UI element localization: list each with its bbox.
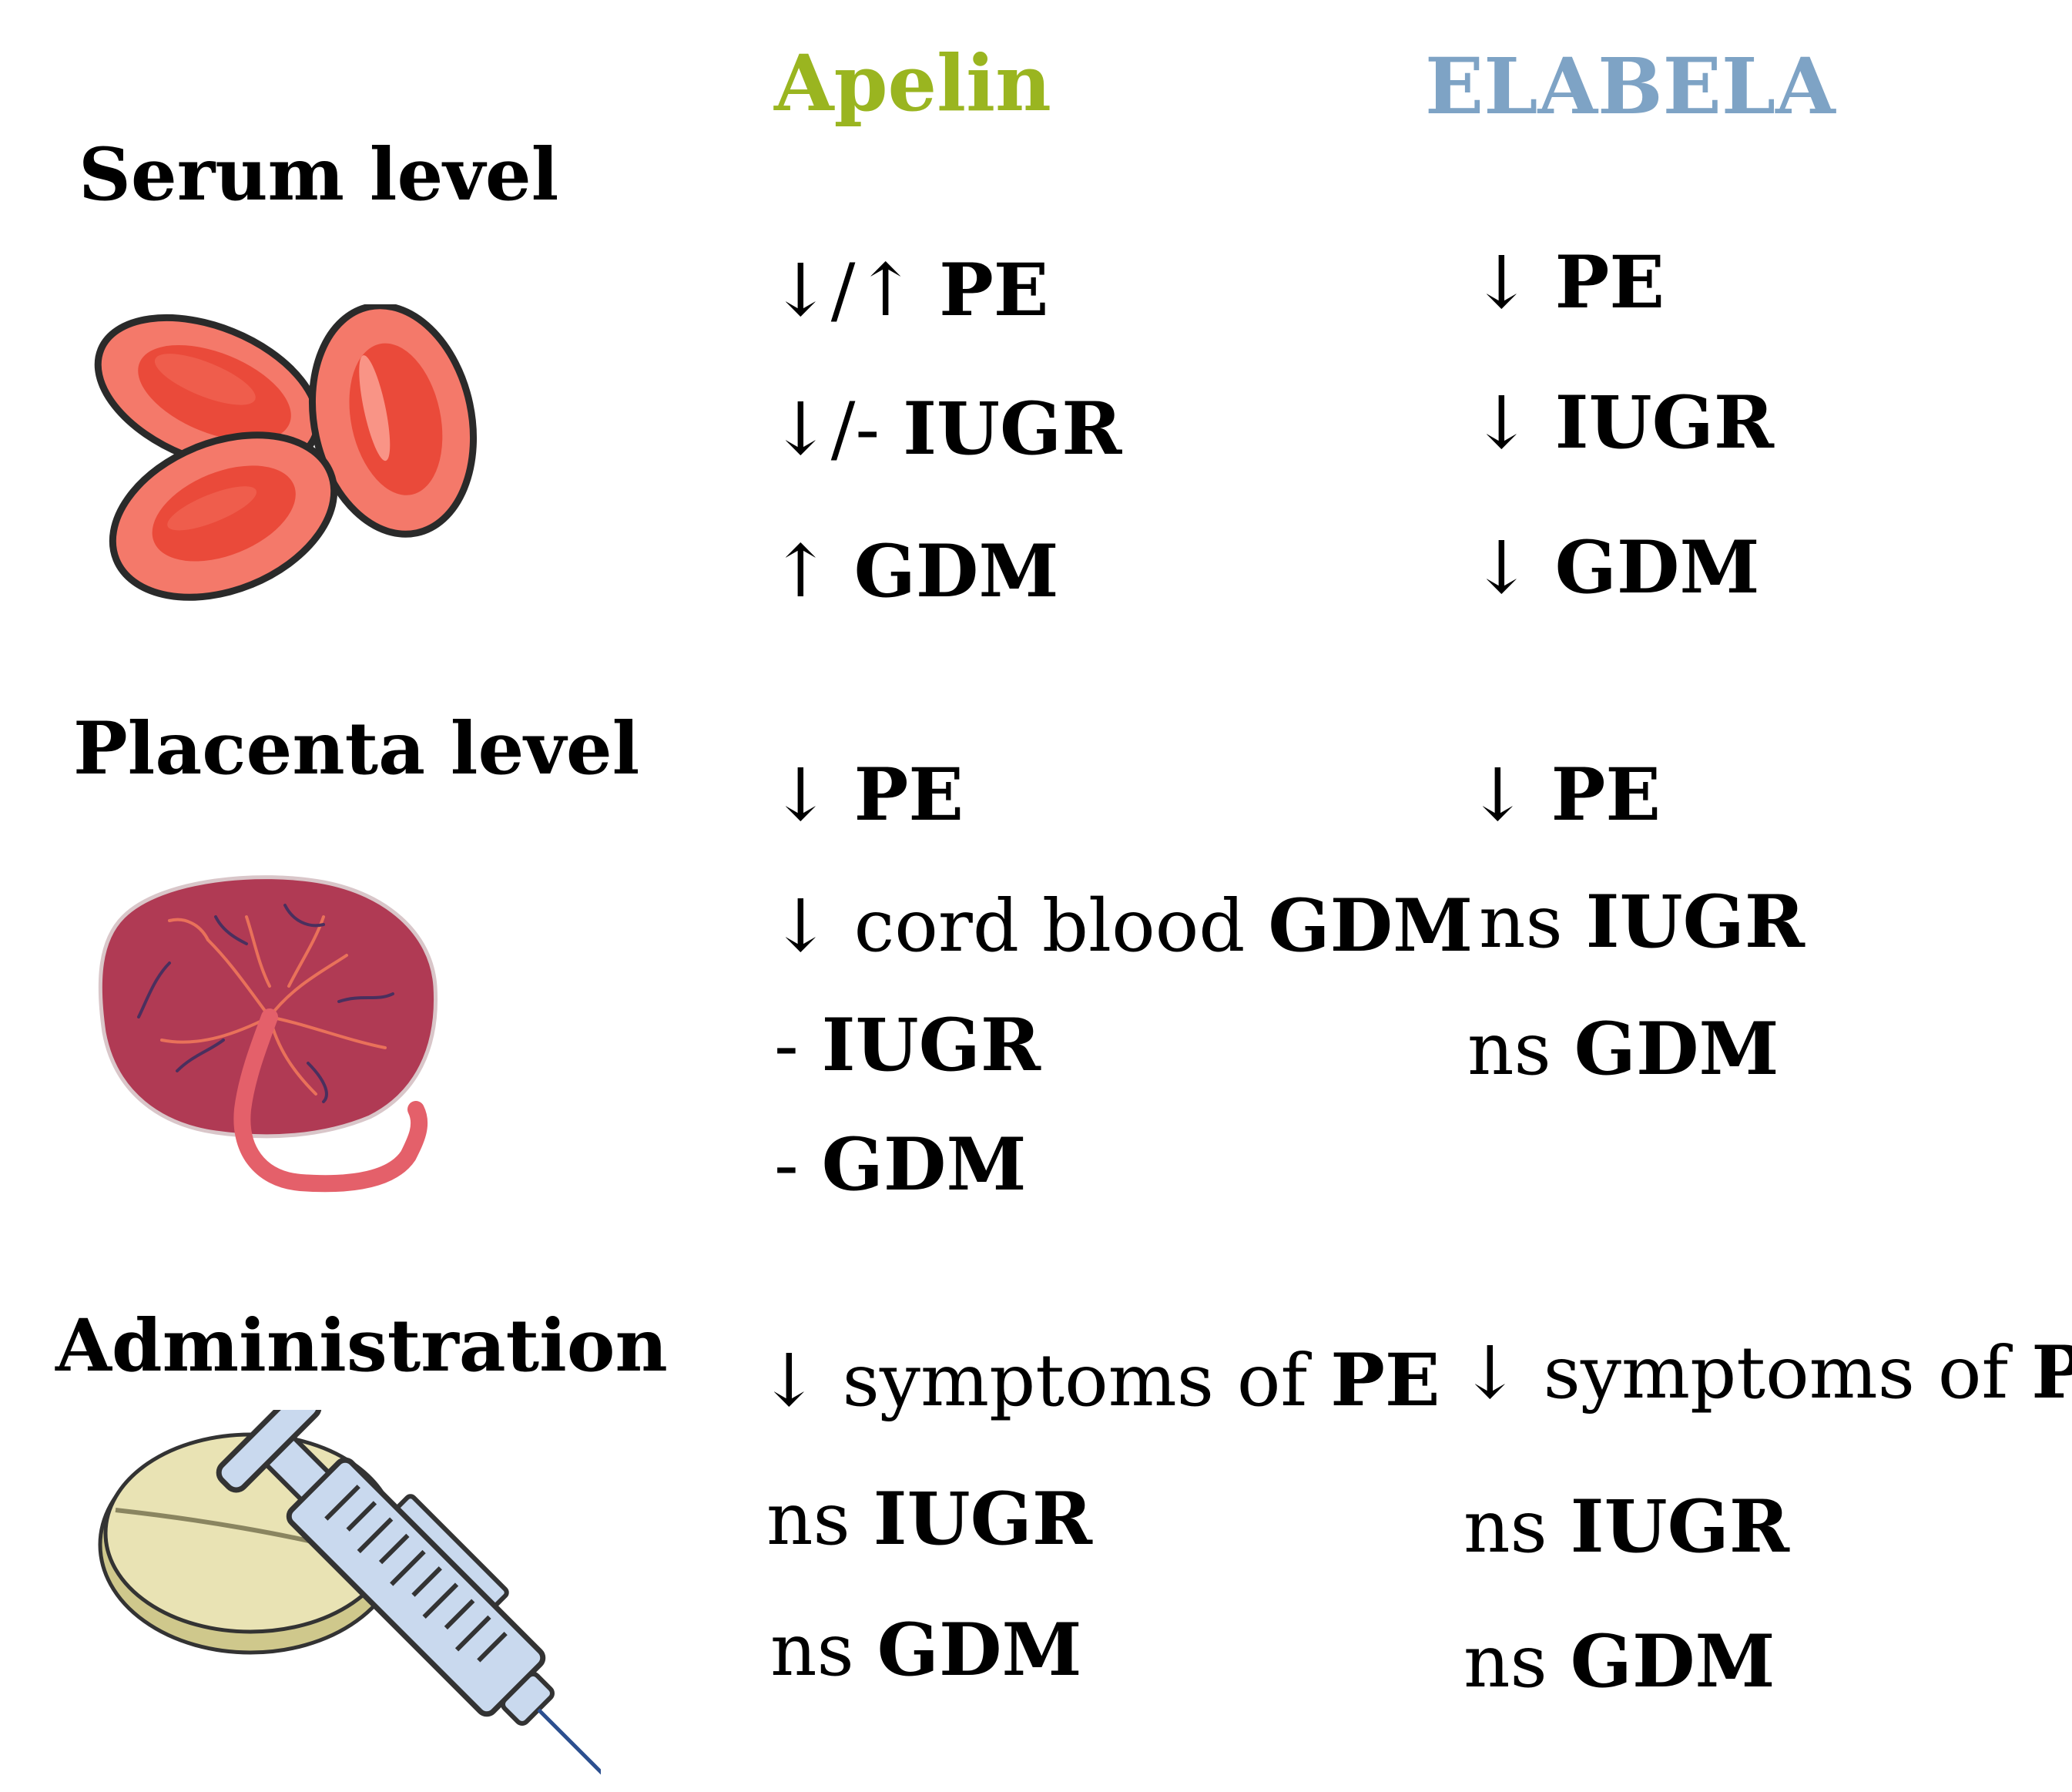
admin-elabela-iugr: ns IUGR [1463, 1485, 1790, 1569]
serum-apelin-gdm: ↑ GDM [770, 529, 1059, 614]
administration-heading: Administration [55, 1304, 668, 1388]
admin-elabela-gdm: ns GDM [1463, 1619, 1775, 1704]
placenta-apelin-iugr: - IUGR [774, 1003, 1041, 1088]
serum-level-heading: Serum level [79, 133, 559, 217]
admin-apelin-gdm: ns GDM [770, 1608, 1082, 1693]
elabela-column-header: ELABELA [1425, 41, 1836, 132]
red-blood-cells-icon [94, 304, 478, 601]
serum-apelin-iugr: ↓/- IUGR [770, 387, 1122, 471]
placenta-apelin-pe: ↓ PE [770, 753, 964, 837]
admin-apelin-iugr: ns IUGR [766, 1477, 1093, 1562]
admin-elabela-pe: ↓ symptoms of PE [1460, 1331, 2072, 1415]
placenta-elabela-iugr: ns IUGR [1479, 880, 1805, 965]
serum-elabela-iugr: ↓ IUGR [1471, 381, 1774, 465]
apelin-column-header: Apelin [774, 38, 1051, 129]
placenta-level-heading: Placenta level [73, 706, 640, 791]
placenta-apelin-cord-blood-gdm: ↓ cord blood GDM [770, 884, 1474, 968]
placenta-apelin-gdm: - GDM [774, 1123, 1027, 1207]
serum-apelin-pe: ↓/↑ PE [770, 248, 1049, 333]
admin-apelin-pe: ↓ symptoms of PE [759, 1338, 1440, 1423]
serum-elabela-pe: ↓ PE [1471, 240, 1665, 325]
pill-and-syringe-icon [98, 1410, 601, 1787]
placenta-elabela-gdm: ns GDM [1467, 1007, 1779, 1092]
placenta-icon [98, 875, 438, 1193]
placenta-elabela-pe: ↓ PE [1467, 753, 1661, 837]
serum-elabela-gdm: ↓ GDM [1471, 525, 1760, 610]
